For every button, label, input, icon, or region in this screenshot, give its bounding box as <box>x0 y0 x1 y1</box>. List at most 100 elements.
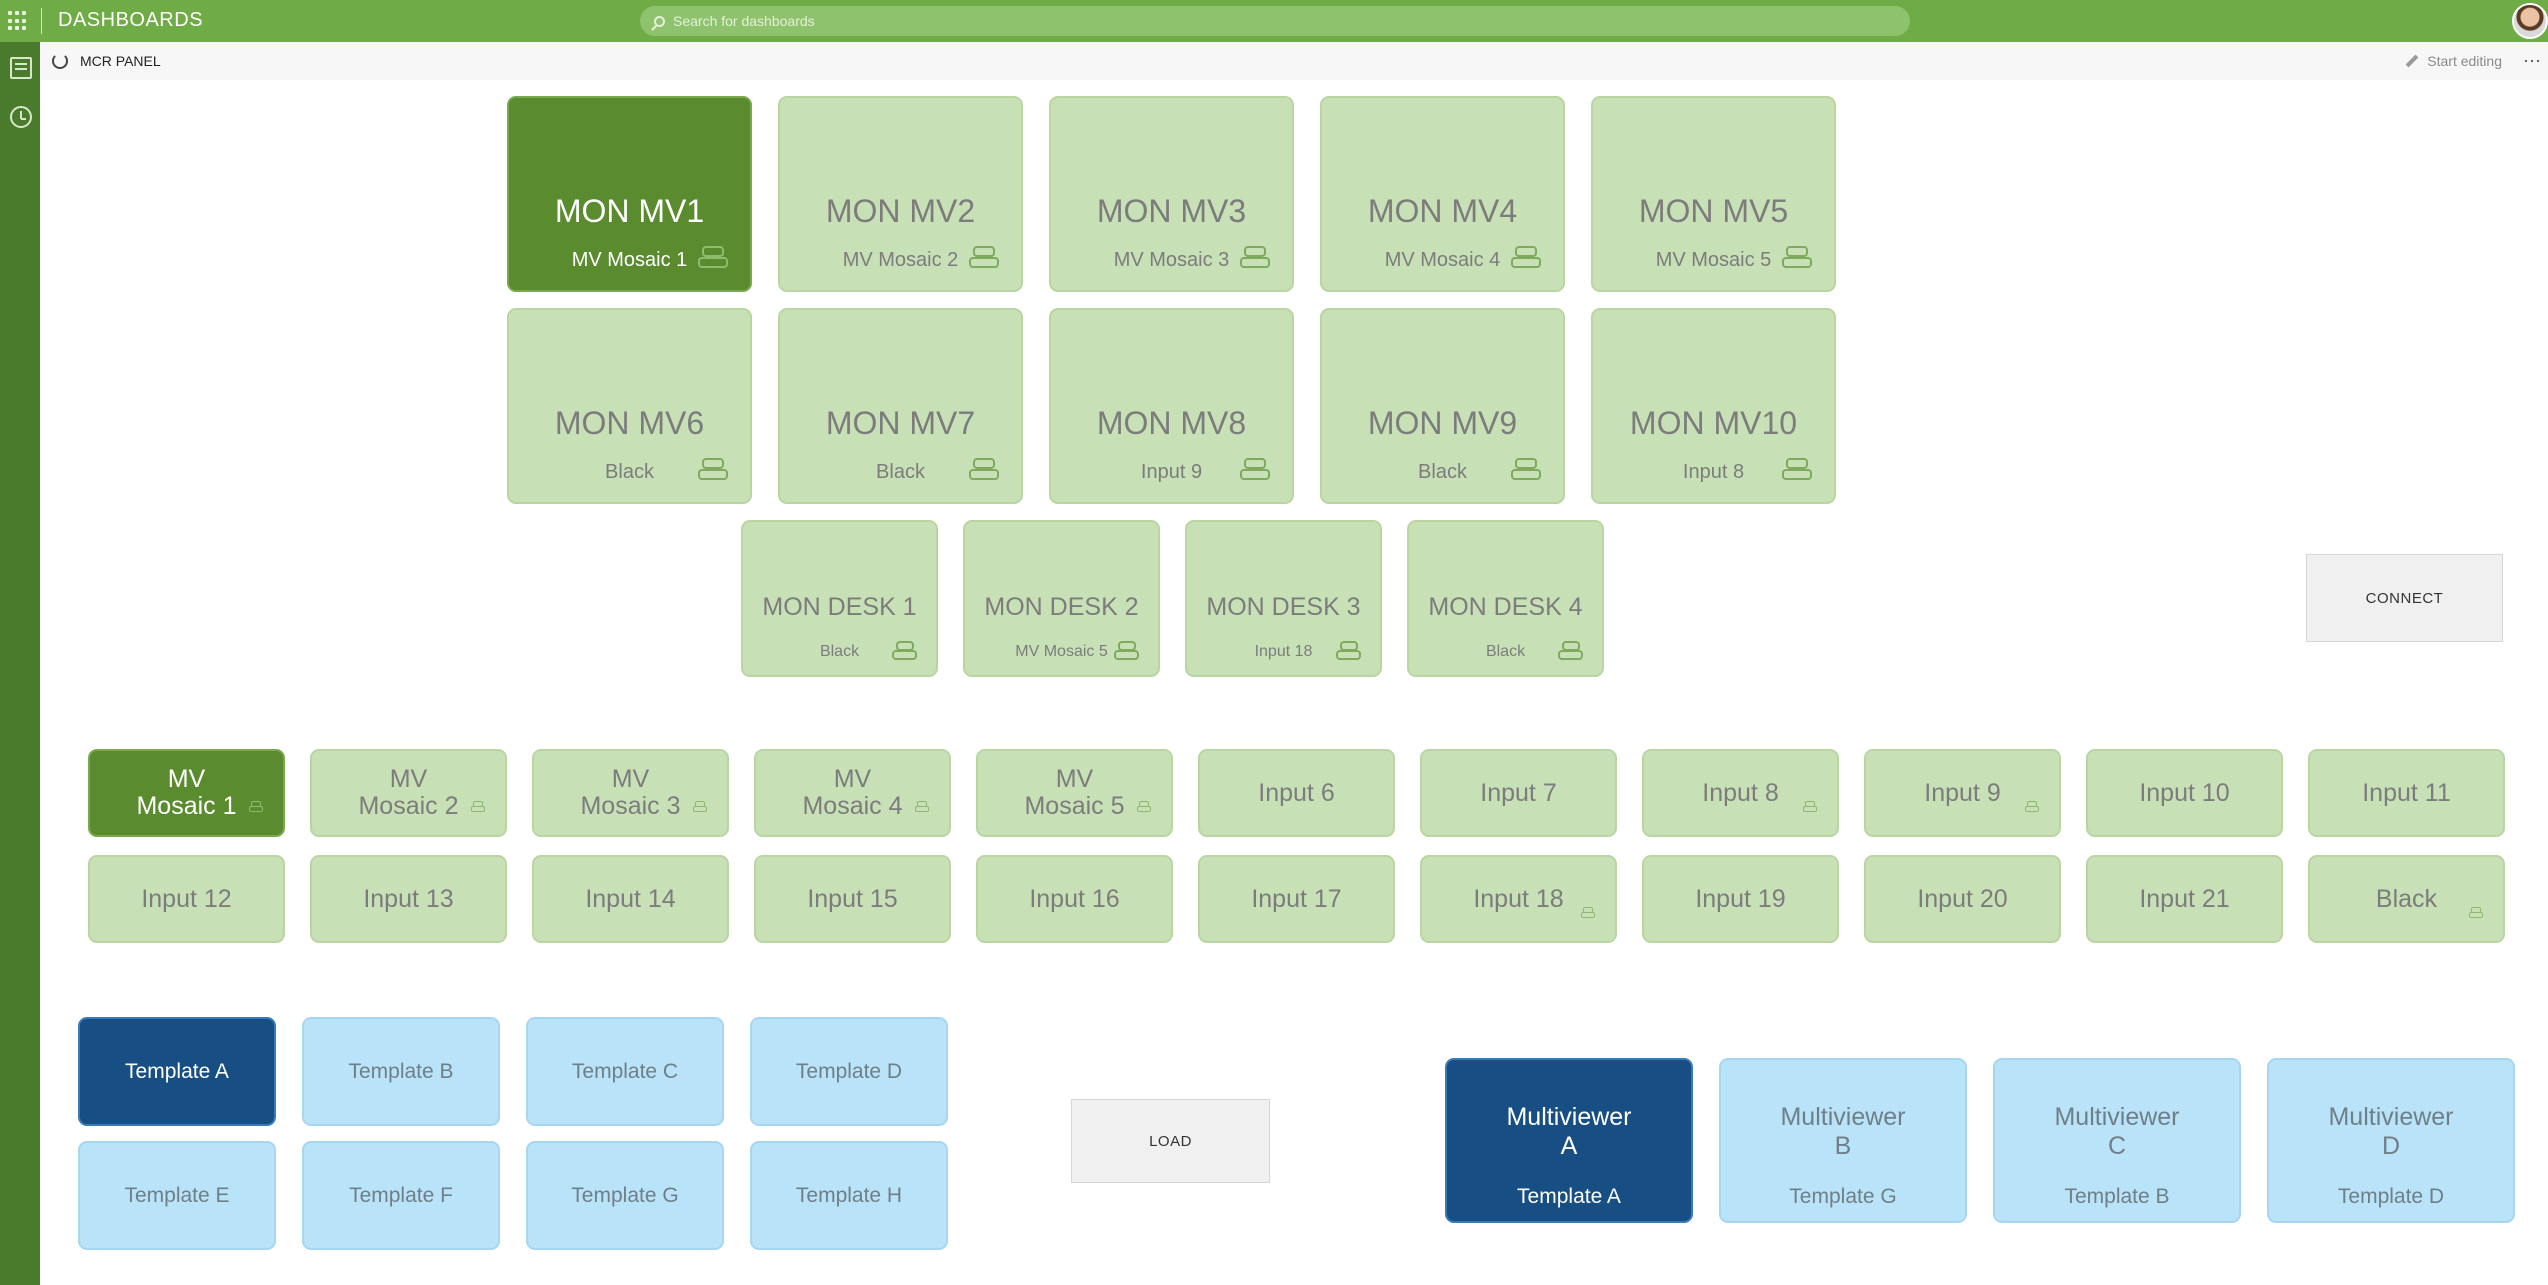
link-icon <box>1782 458 1814 480</box>
monitor-name: MON MV1 <box>554 192 705 229</box>
load-button[interactable]: LOAD <box>1071 1099 1270 1183</box>
history-icon[interactable] <box>10 106 32 128</box>
monitor-name: MON MV2 <box>825 192 976 229</box>
start-editing-label: Start editing <box>2427 53 2502 69</box>
link-icon <box>1336 641 1362 660</box>
source-tile[interactable]: Input 13 <box>310 855 507 943</box>
monitor-source: Input 9 <box>1140 461 1203 483</box>
template-tile[interactable]: Template D <box>750 1017 948 1126</box>
monitor-source: MV Mosaic 2 <box>842 249 959 271</box>
template-label: Template C <box>571 1059 679 1083</box>
source-label: Input 17 <box>1251 884 1342 913</box>
link-icon <box>1240 246 1272 268</box>
source-tile[interactable]: Input 21 <box>2086 855 2283 943</box>
start-editing-button[interactable]: Start editing <box>2405 53 2502 69</box>
source-tile[interactable]: Input 11 <box>2308 749 2505 837</box>
monitor-name: MON MV3 <box>1096 192 1247 229</box>
monitor-tile[interactable]: MON MV3 MV Mosaic 3 <box>1049 96 1294 292</box>
avatar[interactable] <box>2512 3 2548 39</box>
source-tile[interactable]: Input 14 <box>532 855 729 943</box>
template-tile[interactable]: Template E <box>78 1141 276 1250</box>
monitor-name: MON MV10 <box>1629 404 1798 441</box>
template-tile[interactable]: Template B <box>302 1017 500 1126</box>
template-tile[interactable]: Template F <box>302 1141 500 1250</box>
source-tile[interactable]: Input 9 <box>1864 749 2061 837</box>
template-tile[interactable]: Template A <box>78 1017 276 1126</box>
desk-name: MON DESK 4 <box>1428 593 1583 621</box>
source-tile[interactable]: Input 20 <box>1864 855 2061 943</box>
source-label: Input 10 <box>2139 778 2230 807</box>
source-tile[interactable]: Black <box>2308 855 2505 943</box>
source-label: MV Mosaic 3 <box>580 765 681 820</box>
source-tile[interactable]: Input 6 <box>1198 749 1395 837</box>
source-tile[interactable]: Input 16 <box>976 855 1173 943</box>
source-tile[interactable]: Input 17 <box>1198 855 1395 943</box>
template-label: Template F <box>349 1183 453 1207</box>
connect-button[interactable]: CONNECT <box>2306 554 2503 642</box>
dashboards-icon[interactable] <box>10 57 32 79</box>
source-tile[interactable]: MV Mosaic 2 <box>310 749 507 837</box>
multiviewer-name: Multiviewer A <box>1506 1102 1632 1160</box>
link-icon <box>471 801 485 812</box>
link-icon <box>698 458 730 480</box>
search-input[interactable]: Search for dashboards <box>640 6 1910 36</box>
source-label: Input 12 <box>141 884 232 913</box>
source-label: Input 21 <box>2139 884 2230 913</box>
source-tile[interactable]: Input 10 <box>2086 749 2283 837</box>
link-icon <box>1114 641 1140 660</box>
app-title[interactable]: DASHBOARDS <box>58 9 204 31</box>
source-label: Input 15 <box>807 884 898 913</box>
monitor-name: MON MV5 <box>1638 192 1789 229</box>
refresh-icon[interactable] <box>52 53 68 69</box>
source-tile[interactable]: Input 15 <box>754 855 951 943</box>
template-tile[interactable]: Template G <box>526 1141 724 1250</box>
multiviewer-name: Multiviewer B <box>1780 1102 1906 1160</box>
source-tile[interactable]: MV Mosaic 3 <box>532 749 729 837</box>
source-label: Input 20 <box>1917 884 2008 913</box>
source-tile[interactable]: Input 8 <box>1642 749 1839 837</box>
template-tile[interactable]: Template H <box>750 1141 948 1250</box>
monitor-source: Black <box>605 461 654 483</box>
source-tile[interactable]: MV Mosaic 1 <box>88 749 285 837</box>
source-tile[interactable]: MV Mosaic 5 <box>976 749 1173 837</box>
desk-name: MON DESK 3 <box>1206 593 1361 621</box>
monitor-source: MV Mosaic 3 <box>1113 249 1230 271</box>
template-tile[interactable]: Template C <box>526 1017 724 1126</box>
monitor-source: Black <box>876 461 925 483</box>
link-icon <box>698 246 730 268</box>
link-icon <box>1803 801 1817 812</box>
source-tile[interactable]: MV Mosaic 4 <box>754 749 951 837</box>
app-launcher-icon[interactable] <box>8 11 28 31</box>
monitor-name: MON MV6 <box>554 404 705 441</box>
more-icon[interactable]: ⋯ <box>2523 51 2541 71</box>
source-tile[interactable]: Input 7 <box>1420 749 1617 837</box>
source-label: Input 19 <box>1695 884 1786 913</box>
link-icon <box>1511 458 1543 480</box>
source-label: Black <box>2375 884 2438 913</box>
monitor-tile[interactable]: MON MV2 MV Mosaic 2 <box>778 96 1023 292</box>
link-icon <box>1558 641 1584 660</box>
link-icon <box>1581 907 1595 918</box>
template-label: Template B <box>348 1059 454 1083</box>
source-label: Input 11 <box>2362 778 2451 807</box>
source-tile[interactable]: Input 18 <box>1420 855 1617 943</box>
source-label: MV Mosaic 2 <box>358 765 459 820</box>
source-tile[interactable]: Input 19 <box>1642 855 1839 943</box>
source-tile[interactable]: Input 12 <box>88 855 285 943</box>
